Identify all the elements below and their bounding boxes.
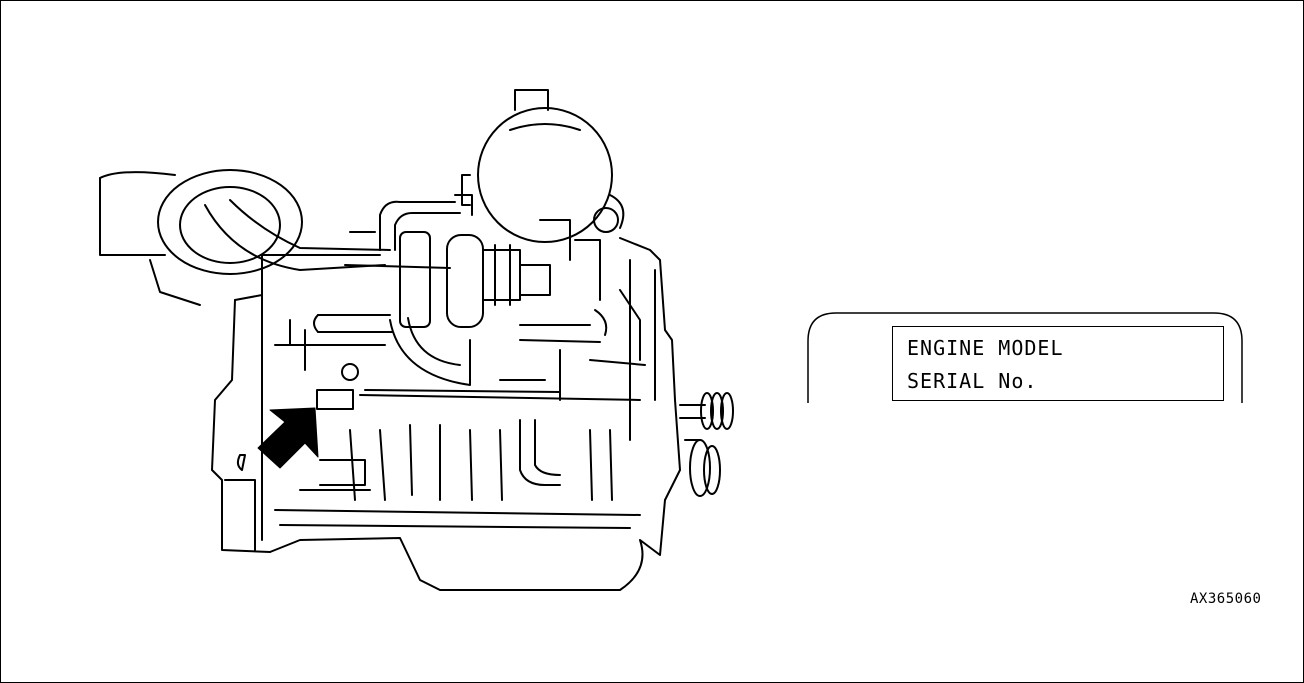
nameplate-outline bbox=[807, 312, 1243, 403]
turbocharger bbox=[399, 207, 619, 328]
engine-block bbox=[211, 237, 681, 591]
engine-model-label: ENGINE MODEL bbox=[907, 336, 1064, 360]
nameplate-label-box: ENGINE MODEL SERIAL No. bbox=[892, 326, 1224, 401]
crank-pulley bbox=[679, 392, 734, 497]
coolant-pipes bbox=[313, 309, 608, 486]
figure-code: AX365060 bbox=[1190, 591, 1262, 607]
upper-pipework bbox=[349, 194, 473, 251]
serial-number-label: SERIAL No. bbox=[907, 369, 1038, 393]
block-lines bbox=[274, 264, 646, 491]
arrow-up-right-icon bbox=[257, 407, 319, 469]
engine-nameplate-location bbox=[316, 389, 354, 410]
air-cleaner bbox=[461, 89, 625, 243]
oil-pan bbox=[224, 363, 359, 551]
intake-pipe bbox=[99, 169, 391, 306]
nameplate-detail: ENGINE MODEL SERIAL No. bbox=[806, 311, 1244, 405]
block-ribs bbox=[289, 289, 641, 501]
